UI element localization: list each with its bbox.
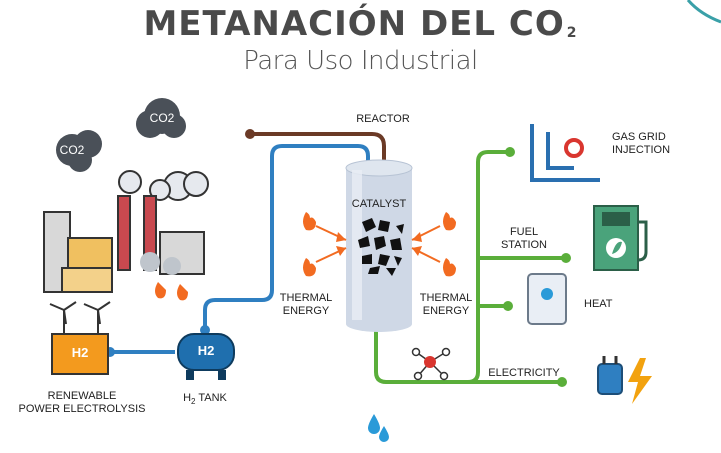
methane-molecule-icon	[411, 347, 451, 381]
tank-h2-label: H2	[197, 343, 215, 358]
h2-tank-icon	[177, 333, 235, 380]
diagram-subtitle: Para Uso Industrial	[243, 46, 478, 76]
electrolyser-icon	[49, 301, 111, 375]
water-drops-icon	[368, 414, 389, 442]
catalyst-particles	[358, 218, 404, 276]
h2-tank-label: H2 TANK	[183, 392, 227, 407]
electricity-label: ELECTRICITY	[488, 367, 560, 379]
co2-cloud-label-1: CO2	[149, 111, 175, 125]
fuel-station-icon	[593, 205, 648, 271]
factory-icon	[43, 98, 209, 301]
gas-grid-icon	[530, 124, 600, 182]
flame-icons	[303, 212, 456, 277]
boiler-icon	[527, 273, 567, 325]
methane-pipes	[374, 150, 566, 384]
catalyst-label: CATALYST	[351, 198, 407, 210]
electric-plug-icon	[597, 356, 652, 404]
co2-pipe	[245, 129, 386, 160]
reactor-label: REACTOR	[356, 113, 410, 125]
corner-arc	[686, 0, 721, 24]
electrolyser-h2-label: H2	[71, 345, 89, 360]
co2-cloud-label-2: CO2	[59, 143, 85, 157]
heat-label: HEAT	[584, 298, 613, 310]
